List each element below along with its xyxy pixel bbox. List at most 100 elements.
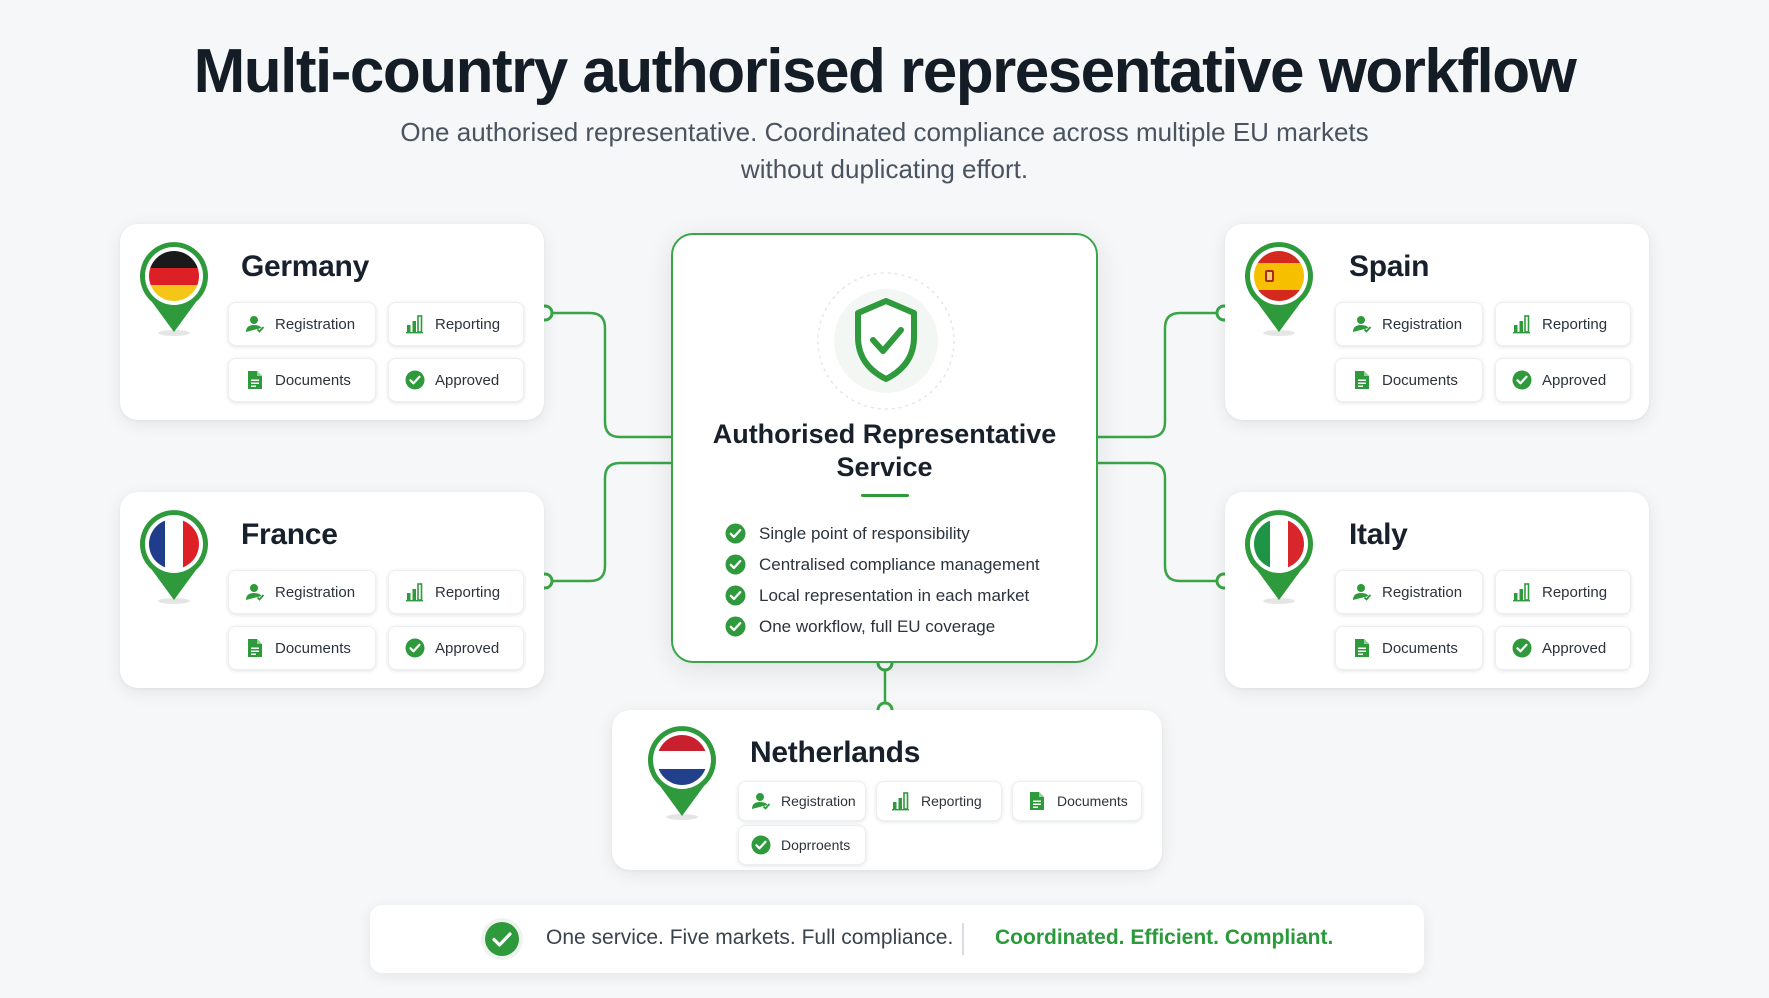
check-circle-icon	[405, 638, 425, 658]
summary-banner: One service. Five markets. Full complian…	[370, 905, 1424, 973]
country-card-france: France Registration Reporting Documents …	[120, 492, 544, 688]
bar-chart-icon	[1512, 582, 1532, 602]
check-circle-icon	[405, 370, 425, 390]
chip-reporting: Reporting	[388, 570, 524, 614]
chip-label: Registration	[1382, 583, 1463, 601]
bar-chart-icon	[405, 314, 425, 334]
country-card-germany: Germany Registration Reporting Documents…	[120, 224, 544, 420]
check-circle-icon	[1512, 370, 1532, 390]
country-card-netherlands: Netherlands Registration Reporting Docum…	[612, 710, 1162, 870]
benefit-text: Centralised compliance management	[759, 554, 1040, 574]
country-name-spain: Spain	[1349, 250, 1430, 283]
france-flag-pin-icon	[140, 510, 208, 604]
check-circle-icon	[1512, 638, 1532, 658]
check-circle-icon	[725, 616, 746, 637]
check-circle-icon	[725, 523, 746, 544]
list-item: One workflow, full EU coverage	[725, 611, 1040, 642]
bar-chart-icon	[1512, 314, 1532, 334]
country-name-france: France	[241, 518, 338, 551]
check-circle-icon	[481, 918, 523, 960]
summary-tagline: Coordinated. Efficient. Compliant.	[995, 926, 1334, 949]
chip-reporting: Reporting	[1495, 302, 1631, 346]
title-underline	[861, 494, 909, 497]
chip-reporting: Reporting	[388, 302, 524, 346]
chip-label: Registration	[275, 583, 356, 601]
country-card-spain: Spain Registration Reporting Documents A…	[1225, 224, 1649, 420]
central-service-title-line-1: Authorised Representative	[712, 419, 1057, 449]
page-title: Multi-country authorised representative …	[193, 37, 1577, 106]
check-circle-icon	[725, 585, 746, 606]
spain-flag-pin-icon	[1245, 242, 1313, 336]
bar-chart-icon	[405, 582, 425, 602]
chip-approved: Approved	[1495, 358, 1631, 402]
chip-label: Documents	[1382, 639, 1458, 657]
connector-germany	[545, 311, 671, 439]
document-icon	[245, 370, 265, 390]
chip-label: Approved	[435, 639, 500, 657]
central-service-title-line-2: Service	[836, 452, 933, 482]
document-icon	[1352, 638, 1372, 658]
country-name-italy: Italy	[1349, 518, 1408, 551]
chip-label: Reporting	[1542, 315, 1608, 333]
chip-documents: Documents	[1335, 358, 1483, 402]
chip-documents: Documents	[1012, 781, 1142, 821]
chip-reporting: Reporting	[1495, 570, 1631, 614]
list-item: Single point of responsibility	[725, 518, 1040, 549]
connector-spain	[1098, 311, 1224, 439]
chip-approved: Approved	[388, 626, 524, 670]
shield-check-icon	[817, 272, 955, 410]
chip-label: Registration	[1382, 315, 1463, 333]
list-item: Centralised compliance management	[725, 549, 1040, 580]
chip-documents: Documents	[228, 626, 376, 670]
subtitle-line-1: One authorised representative. Coordinat…	[400, 117, 1369, 147]
page-subtitle: One authorised representative. Coordinat…	[380, 114, 1389, 188]
chip-approved: Approved	[388, 358, 524, 402]
user-icon	[1352, 314, 1372, 334]
chip-documents: Documents	[1335, 626, 1483, 670]
document-icon	[1027, 791, 1047, 811]
country-name-netherlands: Netherlands	[750, 736, 921, 769]
connector-france	[545, 461, 671, 583]
chip-registration: Registration	[228, 302, 376, 346]
chip-registration: Registration	[1335, 302, 1483, 346]
document-icon	[1352, 370, 1372, 390]
chip-label: Reporting	[921, 793, 982, 809]
user-icon	[751, 791, 771, 811]
chip-registration: Registration	[228, 570, 376, 614]
divider	[962, 923, 964, 955]
chip-label: Approved	[435, 371, 500, 389]
summary-text: One service. Five markets. Full complian…	[546, 926, 954, 949]
chip-approved: Approved	[1495, 626, 1631, 670]
user-icon	[245, 582, 265, 602]
central-service-title: Authorised Representative Service	[673, 418, 1096, 484]
bar-chart-icon	[891, 791, 911, 811]
list-item: Local representation in each market	[725, 580, 1040, 611]
chip-reporting: Reporting	[876, 781, 1002, 821]
chip-label: Documents	[1382, 371, 1458, 389]
check-circle-icon	[751, 835, 771, 855]
central-service-card: Authorised Representative Service Single…	[671, 233, 1098, 663]
user-icon	[245, 314, 265, 334]
chip-label: Reporting	[435, 315, 501, 333]
user-icon	[1352, 582, 1372, 602]
italy-flag-pin-icon	[1245, 510, 1313, 604]
chip-registration: Registration	[738, 781, 866, 821]
country-name-germany: Germany	[241, 250, 369, 283]
netherlands-flag-pin-icon	[648, 726, 716, 820]
chip-label: Documents	[275, 371, 351, 389]
document-icon	[245, 638, 265, 658]
connector-italy	[1098, 461, 1224, 583]
chip-approved: Doprroents	[738, 825, 866, 865]
chip-registration: Registration	[1335, 570, 1483, 614]
chip-label: Reporting	[1542, 583, 1608, 601]
chip-label: Documents	[1057, 793, 1128, 809]
chip-label: Registration	[275, 315, 356, 333]
chip-label: Reporting	[435, 583, 501, 601]
germany-flag-pin-icon	[140, 242, 208, 336]
check-circle-icon	[725, 554, 746, 575]
chip-label: Documents	[275, 639, 351, 657]
subtitle-line-2: without duplicating effort.	[740, 154, 1029, 184]
benefit-text: One workflow, full EU coverage	[759, 616, 996, 636]
chip-documents: Documents	[228, 358, 376, 402]
chip-label: Registration	[781, 793, 856, 809]
